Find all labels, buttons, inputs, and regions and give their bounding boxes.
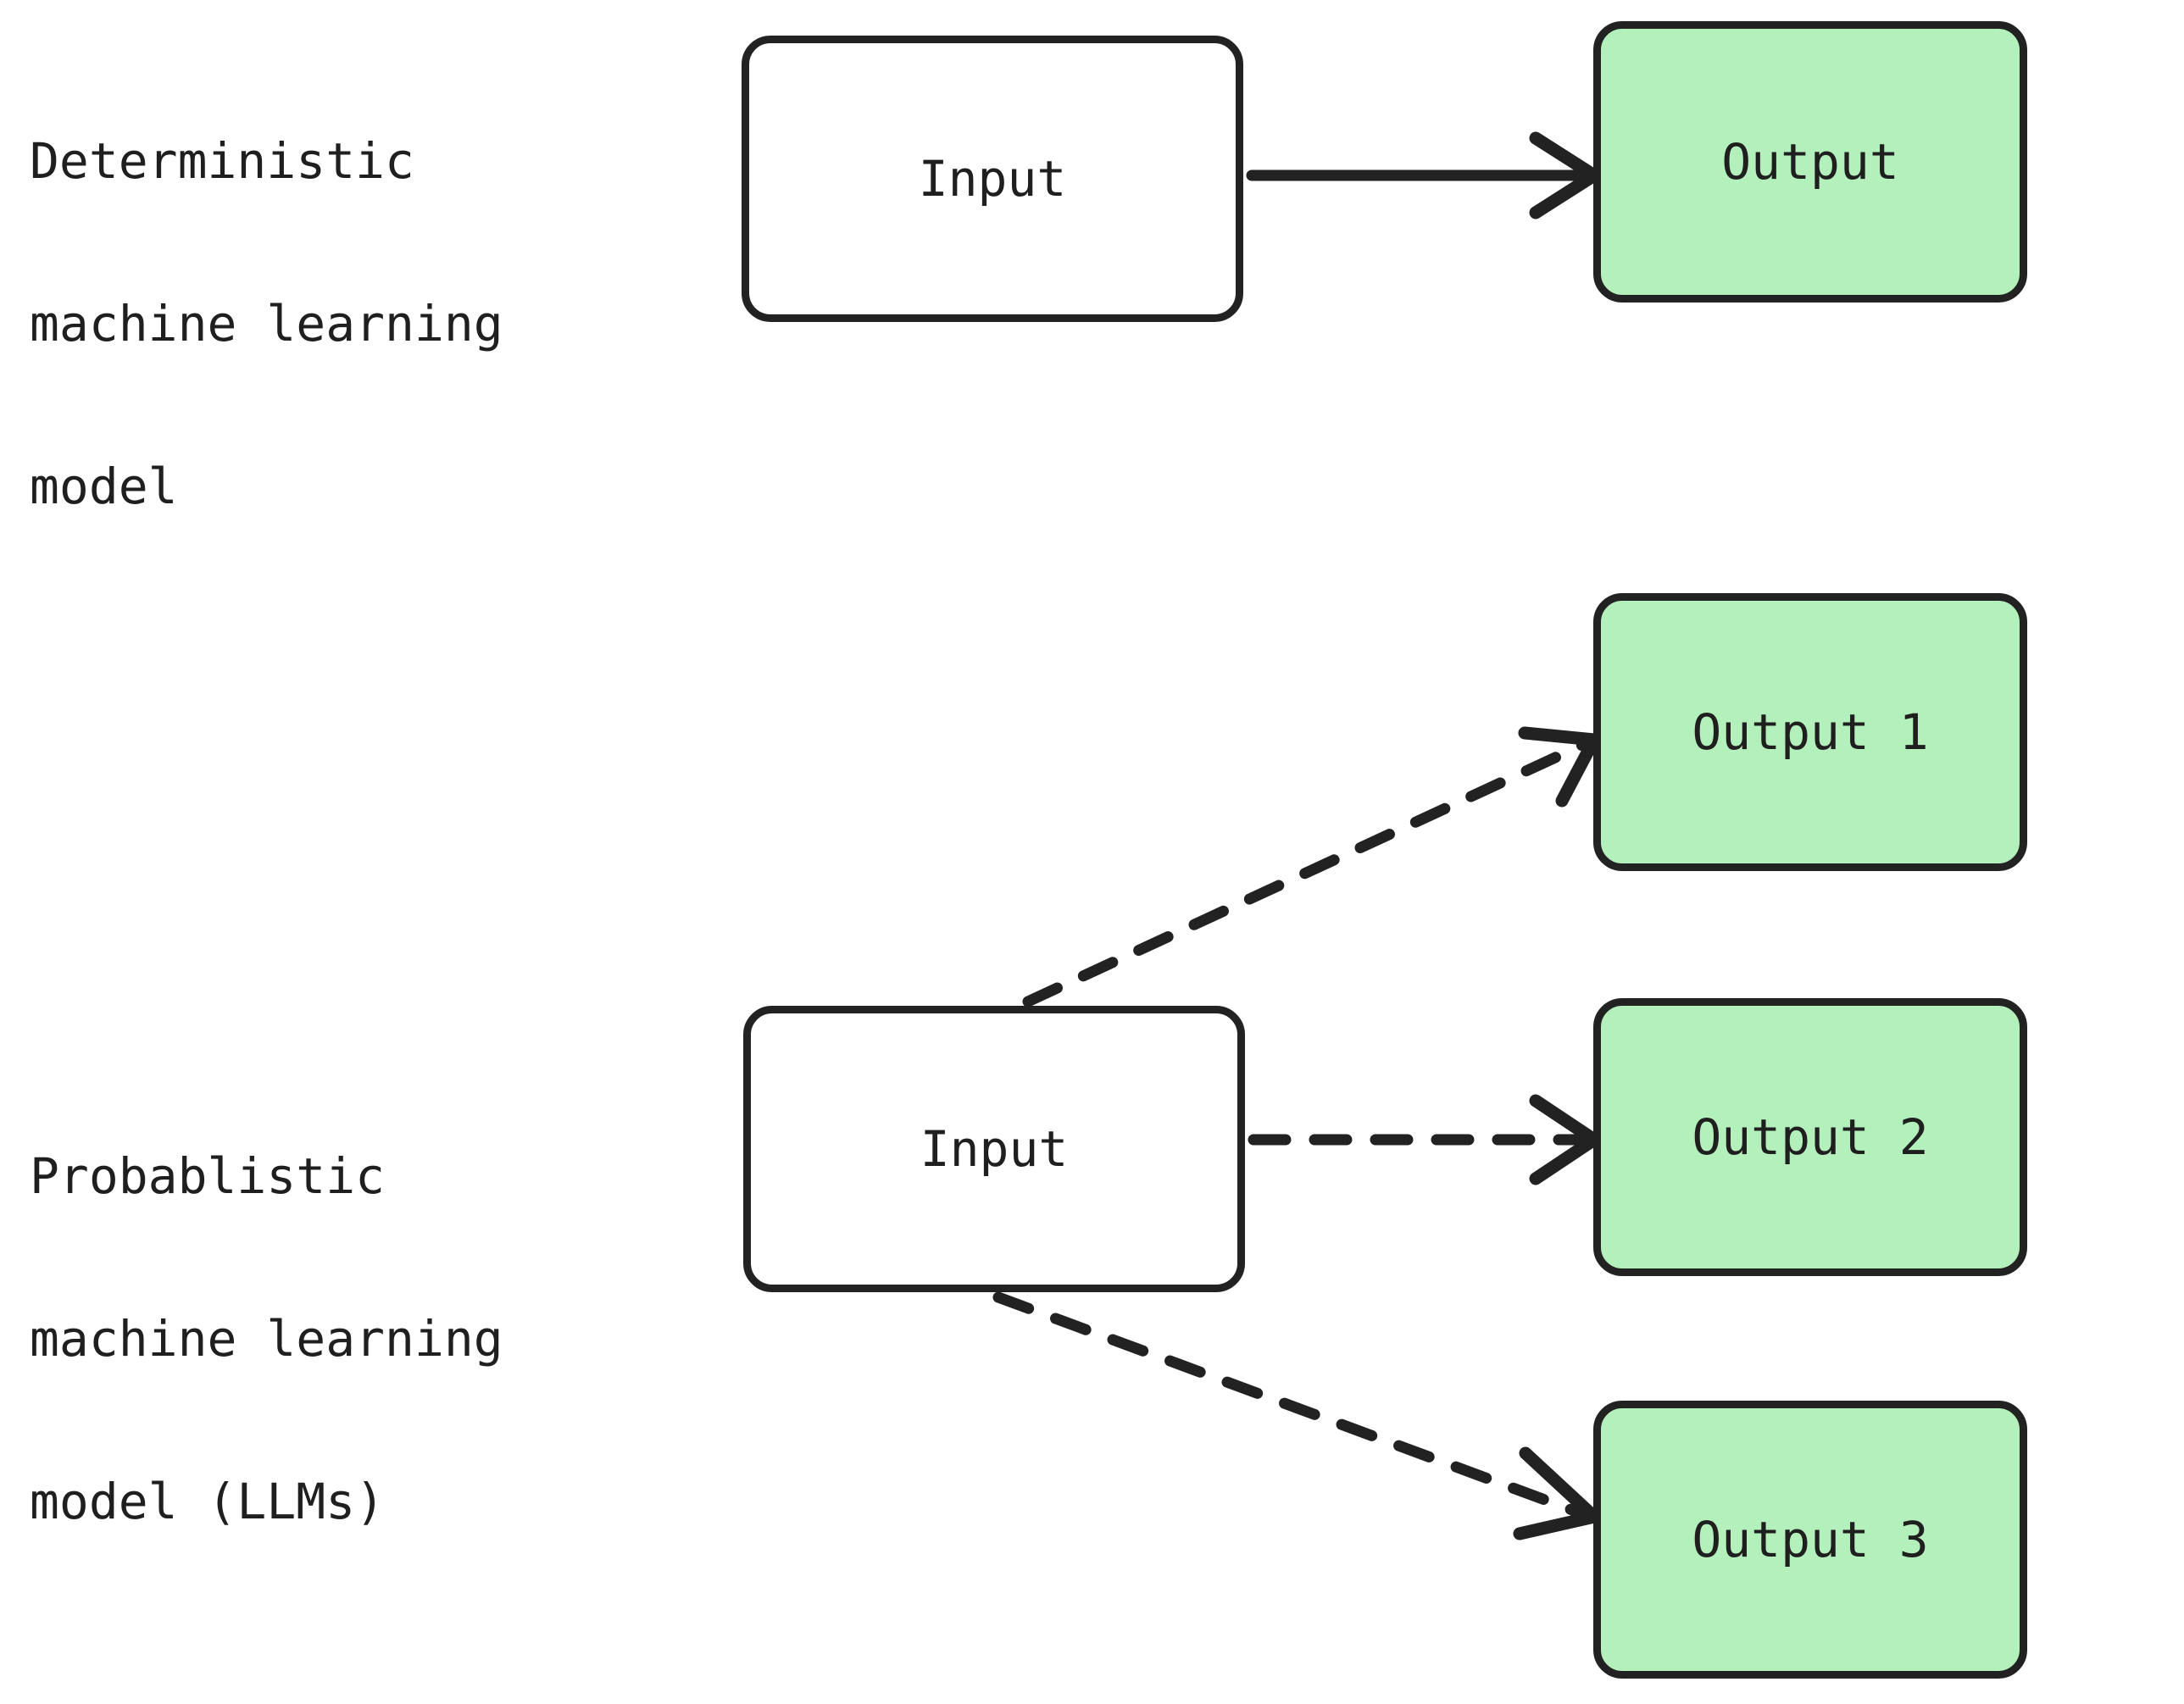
- edge-line-dashed-up: [1022, 736, 1594, 1007]
- probabilistic-output-1-node[interactable]: Output 1: [1593, 593, 2027, 871]
- probabilistic-section-label: Probablistic machine learning model (LLM…: [30, 1041, 691, 1637]
- probabilistic-output-1-label: Output 1: [1692, 703, 1929, 761]
- deterministic-output-label: Output: [1721, 133, 1899, 191]
- deterministic-input-label: Input: [918, 150, 1067, 208]
- edge-probabilistic-input-to-output-3: [992, 1291, 1601, 1540]
- probabilistic-label-line-1: Probablistic: [30, 1147, 386, 1205]
- edge-line-dashed-down: [992, 1291, 1594, 1522]
- arrowhead-icon: [1518, 726, 1601, 808]
- probabilistic-output-2-node[interactable]: Output 2: [1593, 998, 2027, 1276]
- arrowhead-icon: [1513, 1446, 1601, 1540]
- probabilistic-output-3-label: Output 3: [1692, 1511, 1929, 1568]
- deterministic-input-node[interactable]: Input: [742, 36, 1243, 322]
- probabilistic-output-3-node[interactable]: Output 3: [1593, 1401, 2027, 1679]
- probabilistic-input-label: Input: [920, 1120, 1069, 1178]
- probabilistic-input-node[interactable]: Input: [743, 1006, 1245, 1292]
- probabilistic-output-2-label: Output 2: [1692, 1108, 1929, 1166]
- probabilistic-label-line-3: model (LLMs): [30, 1473, 386, 1530]
- deterministic-output-node[interactable]: Output: [1593, 21, 2027, 303]
- edge-probabilistic-input-to-output-1: [1022, 726, 1601, 1007]
- probabilistic-label-line-2: machine learning: [30, 1310, 503, 1368]
- deterministic-label-line-2: machine learning: [30, 295, 503, 352]
- arrowhead-icon: [1529, 1094, 1601, 1185]
- deterministic-label-line-3: model: [30, 458, 178, 515]
- deterministic-section-label: Deterministic machine learning model: [30, 25, 691, 622]
- deterministic-label-line-1: Deterministic: [30, 132, 414, 190]
- edge-probabilistic-input-to-output-2: [1248, 1094, 1601, 1185]
- edge-deterministic-input-to-output: [1246, 131, 1601, 219]
- arrowhead-icon: [1529, 131, 1601, 219]
